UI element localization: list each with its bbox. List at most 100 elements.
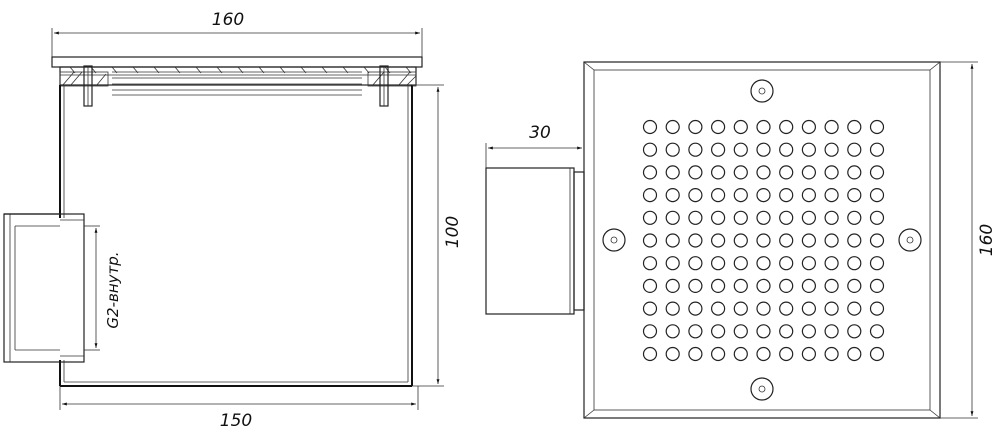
dim-plate-160: 160: [940, 61, 997, 419]
lid-hatch-tick: [132, 66, 139, 74]
perforation-hole: [733, 256, 748, 271]
perforation-hole: [824, 346, 839, 362]
lid-hatch-tick: [153, 66, 160, 74]
dim-bottom-150: 150: [59, 386, 419, 431]
perforation-hole: [847, 165, 862, 180]
perforation-hole: [779, 256, 794, 271]
perforation-hole: [779, 142, 794, 157]
perforation-hole: [824, 188, 839, 203]
gasket-right: [367, 71, 417, 87]
perforation-hole: [801, 301, 817, 316]
perforation-hole: [665, 165, 680, 180]
perforation-hole: [869, 165, 885, 180]
perforation-hole: [688, 278, 703, 293]
perforation-hole: [688, 210, 703, 225]
perforation-hole: [665, 188, 680, 203]
perforation-hole: [642, 210, 658, 225]
perforation-hole: [779, 233, 794, 248]
perforation-hole: [710, 188, 726, 203]
outlet-pipe: [3, 213, 85, 363]
perforation-hole: [869, 210, 885, 225]
side-section-view: 160 150 100 G2-внутр.: [3, 10, 463, 431]
perforation-hole: [756, 256, 771, 271]
perforation-holes: [642, 119, 885, 362]
perforation-hole: [801, 278, 817, 293]
dim-label-plate: 160: [977, 224, 997, 256]
perforation-hole: [824, 278, 839, 293]
thread-note: G2-внутр.: [84, 225, 122, 351]
perforation-hole: [824, 233, 839, 248]
perforation-hole: [710, 346, 726, 362]
lid-hatch-tick: [237, 66, 244, 74]
perforation-hole: [869, 301, 885, 316]
front-view: 30: [485, 61, 997, 419]
perforation-hole: [688, 256, 703, 271]
perforation-hole: [869, 119, 885, 135]
perforation-hole: [801, 119, 817, 135]
lid-hatch-tick: [111, 66, 118, 74]
perforation-hole: [847, 301, 862, 316]
grate-plate: [583, 61, 941, 419]
perforation-hole: [869, 188, 885, 203]
dim-label-top: 160: [212, 10, 244, 30]
perforation-hole: [801, 165, 817, 180]
perforation-hole: [642, 301, 658, 316]
perforation-hole: [642, 324, 658, 339]
perforation-hole: [756, 324, 771, 339]
perforation-hole: [710, 119, 726, 135]
perforation-hole: [801, 346, 817, 362]
dim-pipe-30: 30: [485, 123, 585, 172]
screw-right: [898, 228, 922, 252]
perforation-hole: [847, 278, 862, 293]
perforation-hole: [642, 278, 658, 293]
perforation-hole: [801, 142, 817, 157]
dim-height-100: 100: [412, 84, 463, 387]
pipe-stub: [485, 167, 585, 315]
perforation-hole: [688, 233, 703, 248]
perforation-hole: [824, 142, 839, 157]
perforation-hole: [756, 165, 771, 180]
lid-hatch-tick: [258, 66, 265, 74]
perforation-hole: [824, 324, 839, 339]
screw-top: [750, 79, 774, 103]
perforation-hole: [710, 278, 726, 293]
perforation-hole: [756, 188, 771, 203]
perforation-hole: [688, 119, 703, 135]
perforation-hole: [824, 256, 839, 271]
perforation-hole: [756, 346, 771, 362]
lid-hatch-tick: [342, 66, 349, 74]
perforation-hole: [665, 301, 680, 316]
perforation-hole: [869, 346, 885, 362]
perforation-hole: [869, 142, 885, 157]
perforation-hole: [665, 324, 680, 339]
perforation-hole: [665, 233, 680, 248]
perforation-hole: [688, 165, 703, 180]
perforation-hole: [665, 256, 680, 271]
perforation-hole: [869, 278, 885, 293]
perforation-hole: [710, 256, 726, 271]
perforation-hole: [733, 142, 748, 157]
thread-label: G2-внутр.: [104, 251, 122, 328]
perforation-hole: [847, 256, 862, 271]
bolt-right: [379, 65, 389, 107]
perforation-hole: [756, 233, 771, 248]
perforation-hole: [847, 346, 862, 362]
perforation-hole: [824, 210, 839, 225]
perforation-hole: [733, 233, 748, 248]
perforation-hole: [665, 346, 680, 362]
perforation-hole: [665, 210, 680, 225]
perforation-hole: [847, 119, 862, 135]
perforation-hole: [847, 142, 862, 157]
perforation-hole: [756, 301, 771, 316]
perforation-hole: [733, 165, 748, 180]
perforation-hole: [869, 324, 885, 339]
perforation-hole: [756, 142, 771, 157]
perforation-hole: [801, 324, 817, 339]
perforation-hole: [756, 278, 771, 293]
perforation-hole: [779, 188, 794, 203]
perforation-hole: [688, 142, 703, 157]
perforation-hole: [665, 142, 680, 157]
dim-label-bottom: 150: [220, 411, 252, 431]
perforation-hole: [801, 233, 817, 248]
